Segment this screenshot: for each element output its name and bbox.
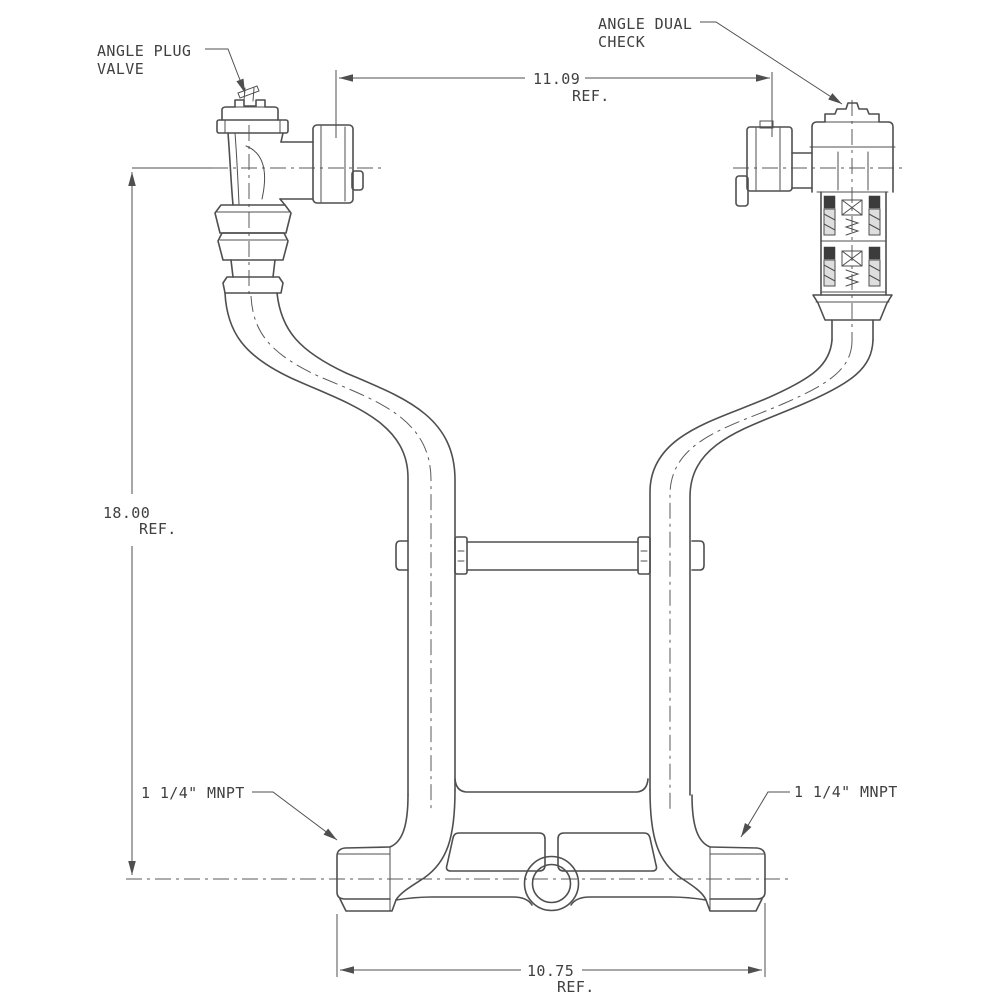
check-bottom-nut xyxy=(812,294,893,321)
inlet-tab xyxy=(735,175,749,207)
annotation-text: ANGLE PLUG VALVE ANGLE DUAL CHECK 11.09 … xyxy=(97,15,898,996)
bonnet-cap xyxy=(221,99,279,121)
pipe-hub xyxy=(222,276,284,294)
meter-yoke xyxy=(336,778,766,912)
right-riser-tab xyxy=(691,540,705,571)
dim-bottom-width-value: 10.75 xyxy=(527,962,574,980)
label-angle-plug-valve-line2: VALVE xyxy=(97,60,144,78)
angle-dual-check-valve xyxy=(735,102,896,341)
label-mnpt-right: 1 1/4" MNPT xyxy=(794,783,898,801)
leader-angle-dual-check xyxy=(700,21,843,105)
dimension-lines xyxy=(128,70,773,977)
check-cap xyxy=(811,102,894,148)
yoke-window-right xyxy=(557,832,658,872)
yoke-window-left xyxy=(445,832,546,872)
inlet-pipe xyxy=(791,152,813,189)
leader-lines xyxy=(205,21,843,841)
mnpt-end-left xyxy=(336,846,391,900)
dim-bottom-width-ref: REF. xyxy=(557,978,595,996)
outlet-pipe xyxy=(279,141,314,200)
dim-top-width-ref: REF. xyxy=(572,87,610,105)
angle-plug-valve xyxy=(214,85,364,294)
label-angle-plug-valve-line1: ANGLE PLUG xyxy=(97,42,191,60)
crossbar-brace xyxy=(395,536,705,575)
dim-overall-height-value: 18.00 xyxy=(103,504,150,522)
centerlines xyxy=(126,100,903,880)
meter-coupling-boss xyxy=(523,855,580,912)
label-angle-dual-check-line2: CHECK xyxy=(598,33,645,51)
leader-angle-plug-valve xyxy=(205,48,246,94)
inlet-coupling-nut xyxy=(746,126,793,192)
compression-nut xyxy=(217,232,289,261)
check-cartridge-lower xyxy=(823,246,881,287)
coupling-tab xyxy=(351,170,364,191)
leader-mnpt-right xyxy=(740,791,790,838)
dim-overall-height-ref: REF. xyxy=(139,520,177,538)
leader-mnpt-left xyxy=(252,791,338,841)
label-mnpt-left: 1 1/4" MNPT xyxy=(141,784,245,802)
check-body xyxy=(820,191,887,296)
packing-nut xyxy=(214,204,292,234)
valve-stem-cap xyxy=(237,85,260,99)
yoke-top-web xyxy=(454,778,649,793)
dim-top-width-value: 11.09 xyxy=(533,70,580,88)
left-supply-pipe xyxy=(224,292,456,796)
plug-detail xyxy=(245,145,266,200)
left-riser-tab xyxy=(395,540,409,571)
outlet-coupling-nut xyxy=(312,124,354,204)
label-angle-dual-check-line1: ANGLE DUAL xyxy=(598,15,692,33)
bonnet-flange xyxy=(216,119,289,134)
check-cartridge-upper xyxy=(823,195,881,236)
right-supply-pipe xyxy=(649,339,874,796)
mnpt-end-right xyxy=(709,846,766,900)
